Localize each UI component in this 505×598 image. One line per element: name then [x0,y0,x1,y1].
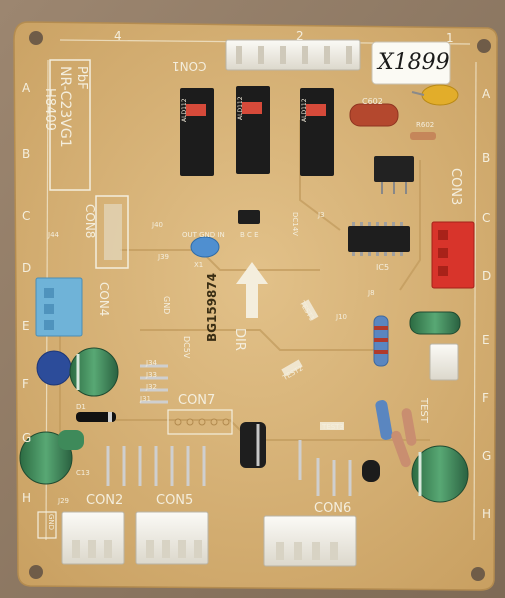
con1-connector [225,39,361,71]
con7-label: CON7 [178,393,216,408]
gnd-rail-label: GND [162,296,171,315]
con8-label: CON8 [83,204,97,239]
test-label: TEST [418,398,429,423]
test3-label: TEST3 [322,423,344,431]
edge-letter-b-left: B [22,147,31,161]
sticker-text: X1899 [378,50,450,75]
edge-letter-f-left: F [22,377,29,391]
bce-label: B C E [240,231,259,239]
con4-label: CON4 [97,282,111,317]
x1-label: X1 [194,261,204,269]
model-number: NR-C23VG1 [57,66,73,148]
con8-connector [95,195,129,269]
jumper-j44: J44 [48,231,59,239]
edge-letter-e-right: E [482,333,490,347]
edge-letter-g-right: G [482,449,492,463]
relay-2-text: ALD112 [237,96,244,120]
model-pbf: PbF [74,66,89,90]
ic5-label: IC5 [376,263,390,272]
relay-3-text: ALD112 [301,98,308,122]
edge-letter-f-right: F [482,391,489,405]
edge-letter-a-right: A [482,87,491,101]
out-gnd-in-label: OUT GND IN [182,231,225,239]
jumper-j9: J8 [368,289,375,297]
edge-letter-a-left: A [22,81,31,95]
jumper-j40: J40 [152,221,163,229]
c602-label: C602 [362,97,383,106]
con2-label: CON2 [86,493,124,508]
con5-label: CON5 [156,493,194,508]
edge-letter-c-left: C [22,209,31,223]
r602-label: R602 [416,121,435,129]
edge-number-4: 4 [114,29,122,43]
jumper-j34: J34 [146,359,157,367]
edge-letter-d-right: D [482,269,492,283]
dir-label: DIR [232,328,247,351]
handwritten-sticker [371,41,451,85]
jumper-j4: J3 [318,211,325,219]
edge-number-2: 2 [296,29,304,43]
edge-letter-b-right: B [482,151,491,165]
model-code: H8409 [42,88,57,131]
diode-d1-label: D1 [76,403,86,411]
edge-letter-g-left: G [22,431,32,445]
relays [180,86,334,176]
gnd-box-label: GND [47,514,55,531]
con6-label: CON6 [314,501,352,516]
relay-1-text: ALD112 [181,98,188,122]
jumper-j32: J32 [146,383,157,391]
dc14v-label: DC14V [291,212,299,236]
edge-letter-e-left: E [22,319,30,333]
con4-connector [35,277,83,337]
jumper-j39: J39 [158,253,169,261]
jumper-j29: J29 [58,497,69,505]
edge-letter-h-right: H [482,507,492,521]
cap-c13-label: C13 [76,469,90,477]
edge-letter-h-left: H [22,491,32,505]
con3-label: CON3 [448,168,463,206]
ic5-chip [348,226,410,252]
con1-label: CON1 [172,59,207,73]
jumper-j10: J10 [336,313,347,321]
direction-arrow [236,262,268,318]
edge-number-1: 1 [446,31,454,45]
jumper-j33: J33 [146,371,157,379]
con7-header [167,409,233,435]
serial-number: BG159874 [205,272,219,342]
dc5v-label: DC5V [182,336,191,359]
edge-letter-c-right: C [482,211,491,225]
jumper-j31: J31 [140,395,151,403]
edge-letter-d-left: D [22,261,32,275]
